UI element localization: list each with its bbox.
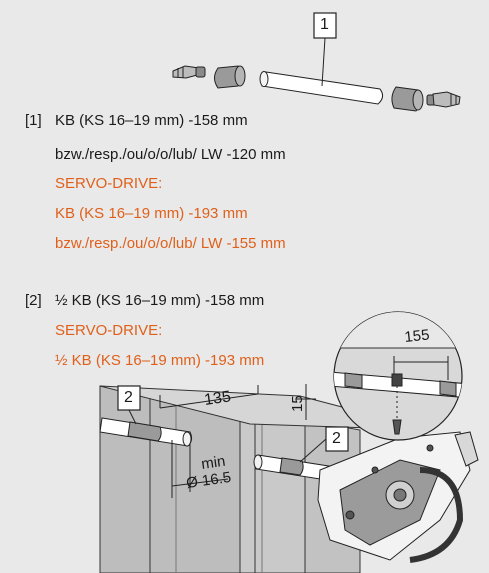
dimension-155-label: 155 bbox=[404, 326, 431, 346]
left-end-cap-icon bbox=[172, 65, 206, 79]
right-end-cap-icon bbox=[426, 91, 461, 108]
item1-servo-drive-heading: SERVO-DRIVE: bbox=[55, 175, 163, 192]
dimension-135-label: 135 bbox=[203, 388, 232, 409]
callout-label-1: 1 bbox=[320, 16, 329, 33]
item1-marker: [1] bbox=[25, 112, 42, 129]
lift-mechanism-icon bbox=[317, 431, 479, 563]
cross-rod-icon bbox=[259, 71, 384, 105]
diameter-leader bbox=[171, 440, 229, 498]
diameter-min-label: min bbox=[200, 453, 226, 473]
callout-label-2-left: 2 bbox=[124, 389, 133, 406]
diameter-value-label: Ø 16.5 bbox=[185, 469, 232, 492]
item1-line2: bzw./resp./ou/o/o/lub/ LW -120 mm bbox=[55, 146, 286, 163]
dimension-15-label: 15 bbox=[289, 395, 306, 412]
callout-label-2-right: 2 bbox=[332, 430, 341, 447]
right-connector-sleeve-icon bbox=[391, 86, 424, 112]
dimension-135 bbox=[159, 385, 259, 409]
dimension-15 bbox=[296, 384, 316, 420]
item1-servo-line1: KB (KS 16–19 mm) -193 mm bbox=[55, 205, 248, 222]
item2-servo-drive-heading: SERVO-DRIVE: bbox=[55, 322, 163, 339]
left-rod-segment bbox=[99, 417, 193, 447]
item1-line1: KB (KS 16–19 mm) -158 mm bbox=[55, 112, 248, 129]
left-connector-sleeve-icon bbox=[214, 65, 246, 89]
item1-servo-line2: bzw./resp./ou/o/o/lub/ LW -155 mm bbox=[55, 235, 286, 252]
item2-marker: [2] bbox=[25, 292, 42, 309]
item2-line1: ½ KB (KS 16–19 mm) -158 mm bbox=[55, 292, 265, 309]
item2-servo-line1: ½ KB (KS 16–19 mm) -193 mm bbox=[55, 352, 265, 369]
